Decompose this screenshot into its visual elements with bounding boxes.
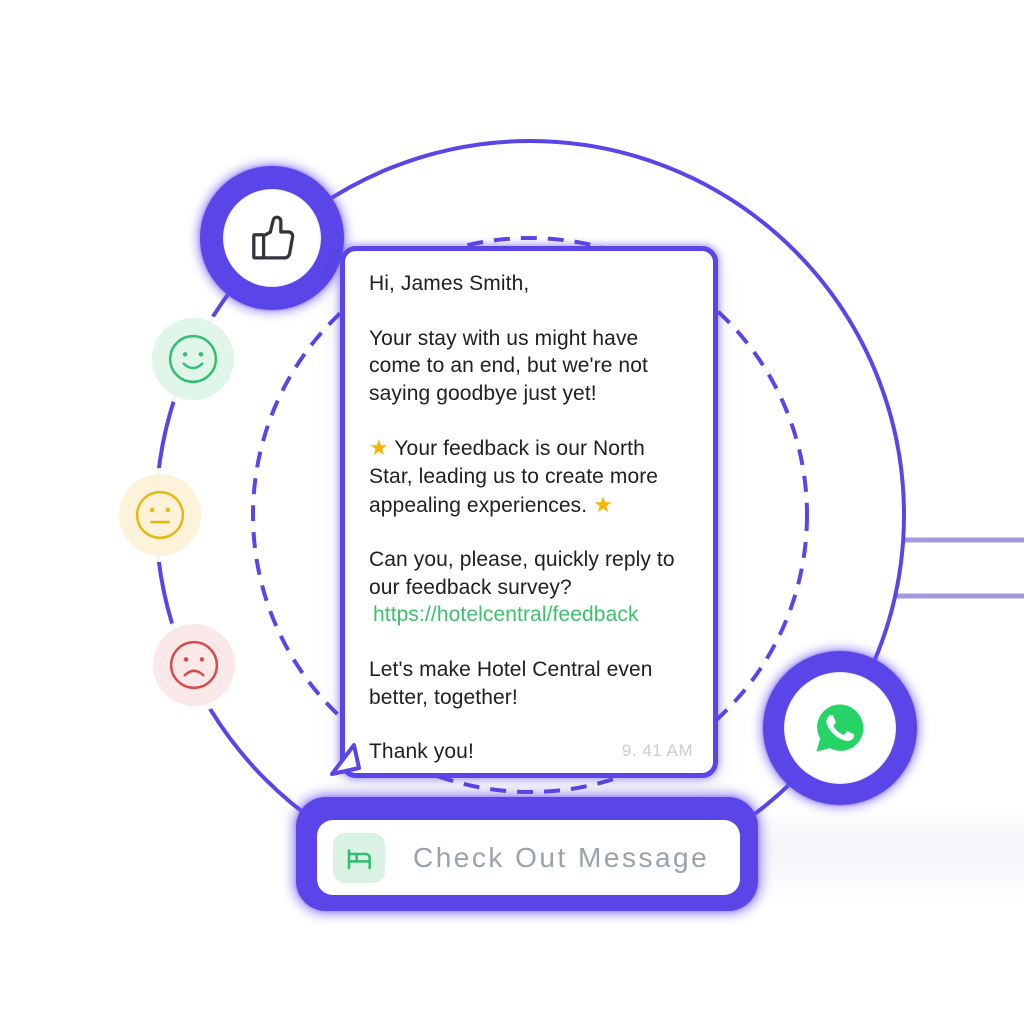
message-text: Thank you! <box>369 740 474 764</box>
message-paragraph: Your stay with us might have come to an … <box>369 325 689 408</box>
inner-orbit-dashed-circle <box>251 236 809 794</box>
message-paragraph: Thank you! <box>369 738 689 766</box>
bubble-tail <box>330 743 361 776</box>
whatsapp-badge <box>763 651 917 805</box>
thumbs-up-badge-inner <box>223 189 321 287</box>
feedback-survey-link[interactable]: https://hotelcentral/feedback <box>373 603 639 627</box>
message-paragraph: ★ Your feedback is our North Star, leadi… <box>369 434 689 519</box>
message-text: Can you, please, quickly reply to our fe… <box>369 548 675 599</box>
message-paragraph: Can you, please, quickly reply to our fe… <box>369 546 689 629</box>
message-paragraphs: Hi, James Smith, Your stay with us might … <box>369 270 689 766</box>
checkout-message-pill-inner: Check Out Message <box>317 820 740 895</box>
message-timestamp: 9. 41 AM <box>621 741 693 760</box>
thumbs-up-badge[interactable] <box>200 166 344 310</box>
message-text: Your feedback is our North Star, leading… <box>369 437 659 517</box>
thumbs-up-icon <box>252 215 295 260</box>
whatsapp-badge-inner <box>784 672 896 784</box>
reaction-happy[interactable] <box>152 318 234 400</box>
smiley-neutral-icon <box>135 490 185 540</box>
message-text: Let's make Hotel Central even better, to… <box>369 657 653 709</box>
whatsapp-icon <box>816 704 864 752</box>
bed-icon <box>347 848 371 869</box>
message-paragraph: Let's make Hotel Central even better, to… <box>369 656 689 711</box>
smiley-happy-icon <box>168 334 218 384</box>
checkout-message-pill[interactable]: Check Out Message <box>296 797 758 911</box>
reaction-sad[interactable] <box>153 624 235 706</box>
smiley-sad-icon <box>169 640 219 690</box>
chat-message-bubble: Hi, James Smith, Your stay with us might … <box>330 246 718 778</box>
star-icon: ★ <box>369 435 389 461</box>
star-icon: ★ <box>593 491 613 517</box>
message-paragraph: Hi, James Smith, <box>369 270 689 298</box>
bed-icon-box <box>333 832 385 883</box>
checkout-message-label: Check Out Message <box>413 841 710 873</box>
message-text: Your stay with us might have come to an … <box>369 326 648 405</box>
reaction-neutral[interactable] <box>119 474 201 556</box>
message-text: Hi, James Smith, <box>369 272 530 295</box>
